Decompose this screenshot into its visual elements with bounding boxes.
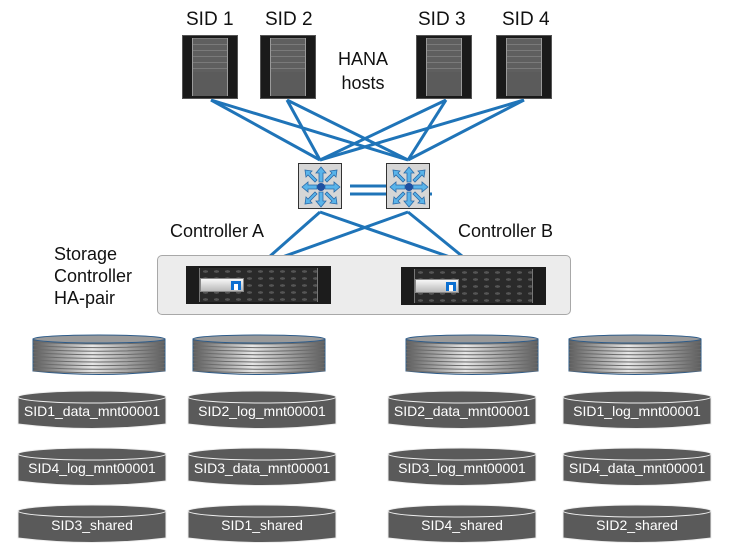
link-sid4-switch1 [319,98,525,162]
link-sid2-switch1 [285,99,322,161]
volume-label: SID2_data_mnt00001 [393,403,531,419]
storage-controller-a [186,266,331,304]
link-sid4-switch2 [407,98,525,162]
link-sid1-switch1 [210,98,321,162]
switch-arrows-icon [389,166,429,208]
aggregate-disk-icon [405,334,539,375]
link-sid1-switch2 [210,98,409,162]
netapp-logo-icon [446,282,456,291]
cylinder-shape [562,447,712,486]
cylinder-shape [17,504,167,543]
server-icon-sid4 [496,35,552,99]
cylinder-shape [387,447,537,486]
volume-cylinder: SID1_log_mnt00001 [562,390,712,430]
host-label-sid2: SID 2 [265,9,313,30]
host-label-sid4: SID 4 [502,9,550,30]
volume-cylinder: SID3_log_mnt00001 [387,447,537,487]
volume-cylinder: SID3_data_mnt00001 [187,447,337,487]
volume-label: SID4_log_mnt00001 [28,460,156,476]
volume-cylinder: SID3_shared [17,504,167,544]
storage-caption-line3: HA-pair [54,288,116,308]
netapp-logo-icon [231,281,241,290]
host-label-sid3: SID 3 [418,9,466,30]
cylinder-shape [17,390,167,429]
network-switch-2 [386,163,430,209]
volume-cylinder: SID2_log_mnt00001 [187,390,337,430]
cylinder-shape [187,447,337,486]
cylinder-shape [562,504,712,543]
controller-bezel [200,278,244,292]
cylinder-shape [387,390,537,429]
storage-ha-caption: Storage Controller HA-pair [54,243,132,309]
volume-label: SID3_shared [51,517,133,533]
aggregate-disk-icon [192,334,326,375]
controller-bezel [415,279,459,293]
host-label-sid1: SID 1 [186,9,234,30]
cylinder-shape [187,390,337,429]
volume-label: SID4_shared [421,517,503,533]
volume-label: SID3_data_mnt00001 [193,460,331,476]
storage-caption-line2: Controller [54,266,133,286]
network-switch-1 [298,163,342,209]
storage-caption-line1: Storage [54,244,118,264]
volume-cylinder: SID2_shared [562,504,712,544]
cylinder-shape [17,447,167,486]
aggregate-disk-icon [32,334,166,375]
volume-cylinder: SID1_data_mnt00001 [17,390,167,430]
server-icon-sid1 [182,35,238,99]
volume-cylinder: SID1_shared [187,504,337,544]
volume-label: SID3_log_mnt00001 [398,460,526,476]
volume-cylinder: SID4_shared [387,504,537,544]
cylinder-shape [187,504,337,543]
volume-label: SID1_log_mnt00001 [573,403,701,419]
server-icon-sid2 [260,35,316,99]
volume-label: SID4_data_mnt00001 [568,460,706,476]
cylinder-shape [387,504,537,543]
controller-a-label: Controller A [170,221,265,241]
volume-label: SID2_shared [596,517,678,533]
server-icon-sid3 [416,35,472,99]
cylinder-shape [562,390,712,429]
volume-cylinder: SID2_data_mnt00001 [387,390,537,430]
controller-b-label: Controller B [458,221,554,241]
storage-ha-pair-box [157,255,571,315]
hana-caption-line2: hosts [341,73,385,93]
volume-label: SID2_log_mnt00001 [198,403,326,419]
hana-hosts-caption: HANA hosts [333,47,393,95]
volume-cylinder: SID4_log_mnt00001 [17,447,167,487]
hana-caption-line1: HANA [337,49,388,69]
aggregate-disk-icon [568,334,702,375]
storage-controller-b [401,267,546,305]
volume-label: SID1_data_mnt00001 [23,403,161,419]
volume-label: SID1_shared [221,517,303,533]
volume-cylinder: SID4_data_mnt00001 [562,447,712,487]
link-sid3-switch1 [319,98,447,162]
link-sid2-switch2 [286,98,409,162]
switch-arrows-icon [301,166,341,208]
